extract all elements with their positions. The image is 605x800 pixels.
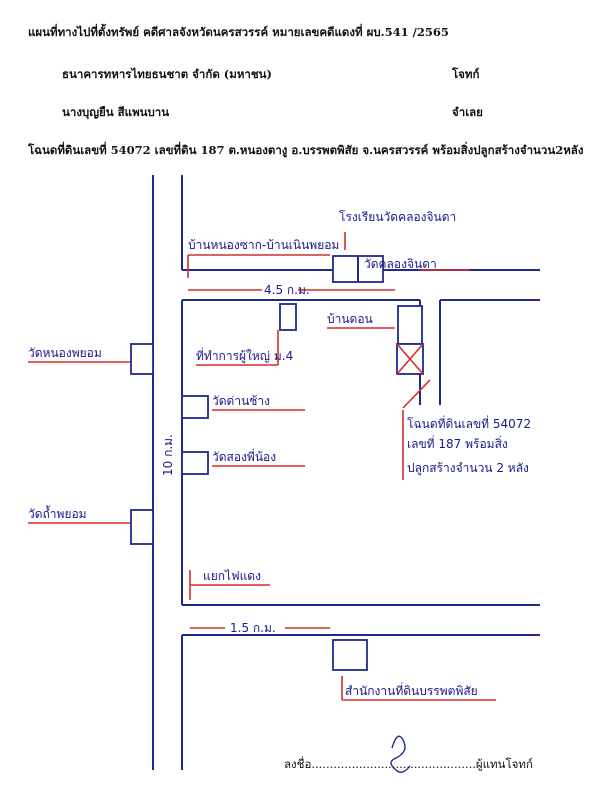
distance-main-label: 10 ก.ม. [161,434,175,476]
temple-dan-label: วัดด่านช้าง [212,394,270,408]
plaintiff-name: ธนาคารทหารไทยธนชาต จำกัด (มหาชน) [62,67,272,81]
temple-nong-label: วัดหนองพยอม [28,346,102,360]
deed-label-line3: ปลูกสร้างจำนวน 2 หลัง [407,461,529,476]
road-top-label: บ้านหนองซาก-บ้านเนินพยอม [188,238,339,252]
junction-label: แยกไฟแดง [203,569,261,583]
temple-tham-building [130,509,154,545]
temple-song-label: วัดสองพี่น้อง [212,448,276,464]
land-office-label: สำนักงานที่ดินบรรพตพิสัย [345,682,478,698]
school-label: โรงเรียนวัดคลองจินดา [339,210,456,224]
village-label: บ้านดอน [327,312,373,326]
village-building [397,305,423,345]
temple-dan-building [181,395,209,419]
sign-dots-right: ................... [406,757,476,771]
temple-klong-label: วัดคลองจินดา [364,257,437,271]
land-office-building [332,639,368,671]
distance-top-label: 4.5 ก.ม. [264,283,310,297]
deed-label-line1: โฉนดที่ดินเลขที่ 54072 [407,415,531,431]
distance-bottom-label: 1.5 ก.ม. [230,621,276,635]
sign-role: ผู้แทนโจทก์ [475,757,533,771]
map-title: แผนที่ทางไปที่ตั้งทรัพย์ คดีศาลจังหวัดนค… [28,25,449,39]
signature-mark [390,735,411,773]
office-m4-building [279,303,297,331]
defendant-name: นางบุญยืน สีแพนบาน [62,105,170,119]
temple-tham-label: วัดถ้ำพยอม [28,505,87,521]
plaintiff-role: โจทก์ [452,67,480,81]
sign-label: ลงชื่อ [284,757,312,771]
office-m4-label: ที่ทำการผู้ใหญ่ ม.4 [196,347,293,364]
deed-description: โฉนดที่ดินเลขที่ 54072 เลขที่ดิน 187 ต.ห… [28,143,584,157]
deed-label-line2: เลขที่ 187 พร้อมสิ่ง [407,435,508,451]
defendant-role: จำเลย [452,105,483,119]
signature-line: ลงชื่อ..................................… [284,756,533,774]
temple-nong-building [130,343,154,375]
sign-dots-left: .......................... [311,757,407,771]
temple-song-building [181,451,209,475]
